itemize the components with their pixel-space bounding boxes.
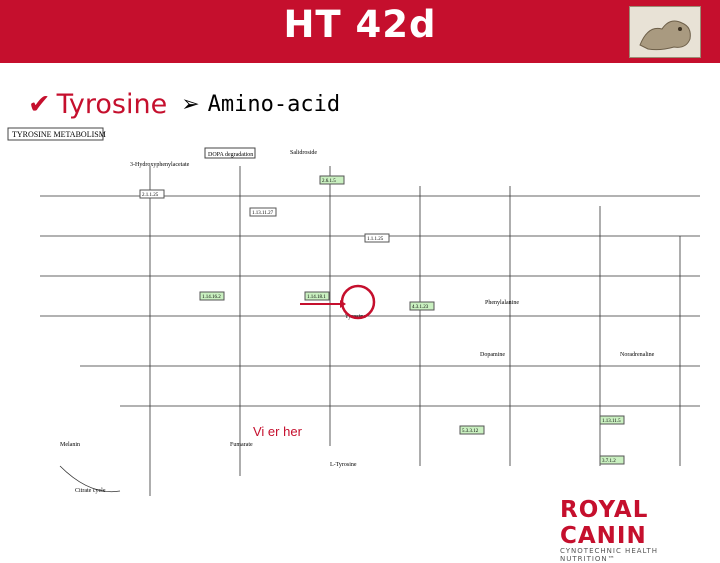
compound-labels: 3-Hydroxyphenylacetate Tyrosine Phenylal… [60,162,655,494]
pathway-title-box [7,127,104,141]
svg-text:3.7.1.2: 3.7.1.2 [602,459,616,464]
brand-name: ROYAL CANIN [560,497,649,549]
svg-text:2.1.1.25: 2.1.1.25 [142,193,159,198]
svg-text:1.1.1.25: 1.1.1.25 [367,237,384,242]
svg-text:1.13.11.27: 1.13.11.27 [252,211,274,216]
svg-text:Fumarate: Fumarate [230,442,253,448]
svg-text:4.3.1.23: 4.3.1.23 [412,305,429,310]
arrow-bullet-icon: ➢ [181,91,200,117]
subtitle-row: ✔ Tyrosine ➢ Amino-acid [28,84,340,124]
salidroside-label: Salidroside [290,150,317,156]
svg-text:Melanin: Melanin [60,442,80,448]
svg-text:L-Tyrosine: L-Tyrosine [330,462,357,468]
dog-logo-icon [639,20,691,51]
tyrosine-pathway-diagram: TYROSINE METABOLISM DOPA degradation Sal… [0,126,720,506]
svg-text:5.3.3.12: 5.3.3.12 [462,429,479,434]
pathway-edges [40,166,700,496]
page-title: HT 42d [283,3,437,46]
check-mark-icon: ✔ [28,88,51,120]
subtitle-main: Tyrosine [56,88,168,120]
brand-tagline: CYNOTECHNIC HEALTH NUTRITION™ [560,547,659,563]
brand-logo: ROYAL CANIN CYNOTECHNIC HEALTH NUTRITION… [560,497,710,563]
dopa-box [204,147,256,159]
svg-text:Phenylalanine: Phenylalanine [485,300,519,306]
dog-logo-image [629,6,701,58]
svg-text:2.6.1.5: 2.6.1.5 [322,179,336,184]
dopa-label: DOPA degradation [208,152,253,158]
svg-text:Noradrenaline: Noradrenaline [620,352,655,358]
header-bar: HT 42d [0,0,720,63]
svg-text:3-Hydroxyphenylacetate: 3-Hydroxyphenylacetate [130,162,190,168]
svg-text:1.14.18.1: 1.14.18.1 [307,295,326,300]
pathway-svg: TYROSINE METABOLISM DOPA degradation Sal… [7,127,700,496]
annotation-arrowhead-icon [340,300,346,308]
svg-text:1.13.11.5: 1.13.11.5 [602,419,621,424]
subtitle-secondary: Amino-acid [207,91,341,117]
annotation-label: Vi er her [253,424,302,439]
pathway-title: TYROSINE METABOLISM [12,130,106,139]
svg-text:Dopamine: Dopamine [480,352,505,358]
svg-text:1.14.16.2: 1.14.16.2 [202,295,221,300]
svg-text:Citrate cycle: Citrate cycle [75,488,106,494]
enzyme-boxes: 2.1.1.25 1.13.11.27 2.6.1.5 1.14.16.2 4.… [139,175,625,465]
